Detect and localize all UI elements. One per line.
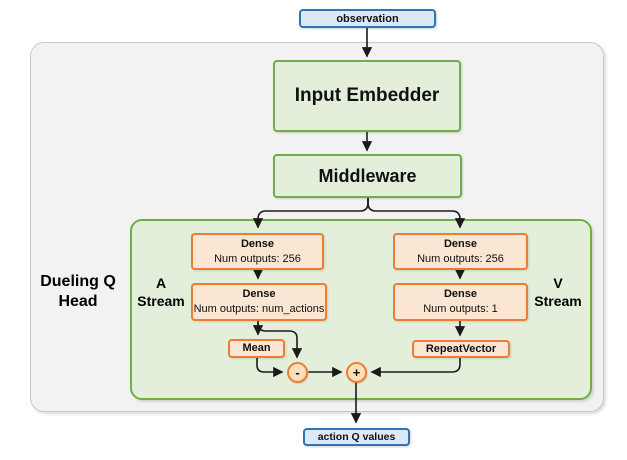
a-stream-label-line1: A [155,275,167,291]
repeat-vector-node: RepeatVector [412,340,510,358]
v-stream-dense2-title: Dense [443,288,478,301]
v-stream-dense2-node: Dense Num outputs: 1 [393,283,528,321]
a-stream-dense2-subtitle: Num outputs: num_actions [193,303,325,315]
a-stream-dense1-node: Dense Num outputs: 256 [191,233,324,270]
v-stream-dense1-subtitle: Num outputs: 256 [417,252,504,265]
v-stream-dense1-node: Dense Num outputs: 256 [393,233,528,270]
v-stream-label-line2: Stream [534,292,582,309]
a-stream-dense2-node: Dense Num outputs: num_actions [191,283,327,321]
plus-operator-node: + [346,362,367,383]
mean-label: Mean [242,342,271,355]
repeat-vector-label: RepeatVector [425,342,497,355]
a-stream-dense1-subtitle: Num outputs: 256 [214,252,301,265]
dueling-q-head-label-line2: Head [58,293,98,310]
v-stream-dense1-title: Dense [443,237,478,250]
dueling-q-head-label-line1: Dueling Q [40,273,116,290]
dueling-q-head-label: Dueling Q Head [28,272,128,312]
v-stream-dense2-subtitle: Num outputs: 1 [423,303,498,315]
v-stream-label: V Stream [530,275,586,310]
middleware-node: Middleware [273,154,462,198]
v-stream-label-line1: V [553,275,563,291]
input-embedder-node: Input Embedder [273,60,461,132]
observation-node: observation [299,9,436,28]
mean-node: Mean [228,339,285,358]
minus-operator-node: - [287,362,308,383]
a-stream-dense2-title: Dense [242,288,276,301]
action-q-values-node: action Q values [303,428,410,446]
a-stream-dense1-title: Dense [240,237,275,250]
a-stream-label: A Stream [133,275,189,310]
a-stream-label-line2: Stream [137,292,185,309]
